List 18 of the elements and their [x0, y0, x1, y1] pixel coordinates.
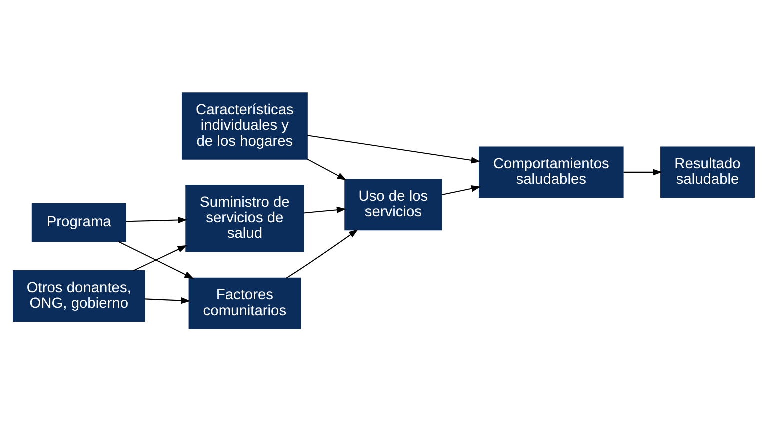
- arrow: [126, 216, 188, 224]
- node-box: Características individuales y de los hogares: [182, 92, 308, 160]
- node-box: Suministro de servicios de salud: [186, 184, 304, 252]
- arrow: [307, 158, 347, 180]
- arrow: [286, 228, 358, 278]
- node-box: Programa: [32, 202, 126, 242]
- node-box: Otros donantes, ONG, gobierno: [13, 270, 146, 322]
- arrow: [624, 168, 662, 176]
- node-box: Resultado saludable: [660, 146, 755, 198]
- arrow: [442, 185, 482, 196]
- node-box: Factores comunitarios: [188, 277, 302, 329]
- node-box: Comportamientos saludables: [478, 146, 624, 198]
- node-box: Uso de los servicios: [344, 178, 442, 230]
- arrow: [144, 297, 191, 304]
- arrow: [304, 206, 346, 214]
- arrow: [308, 134, 481, 164]
- arrow: [118, 240, 194, 279]
- arrow: [133, 244, 188, 272]
